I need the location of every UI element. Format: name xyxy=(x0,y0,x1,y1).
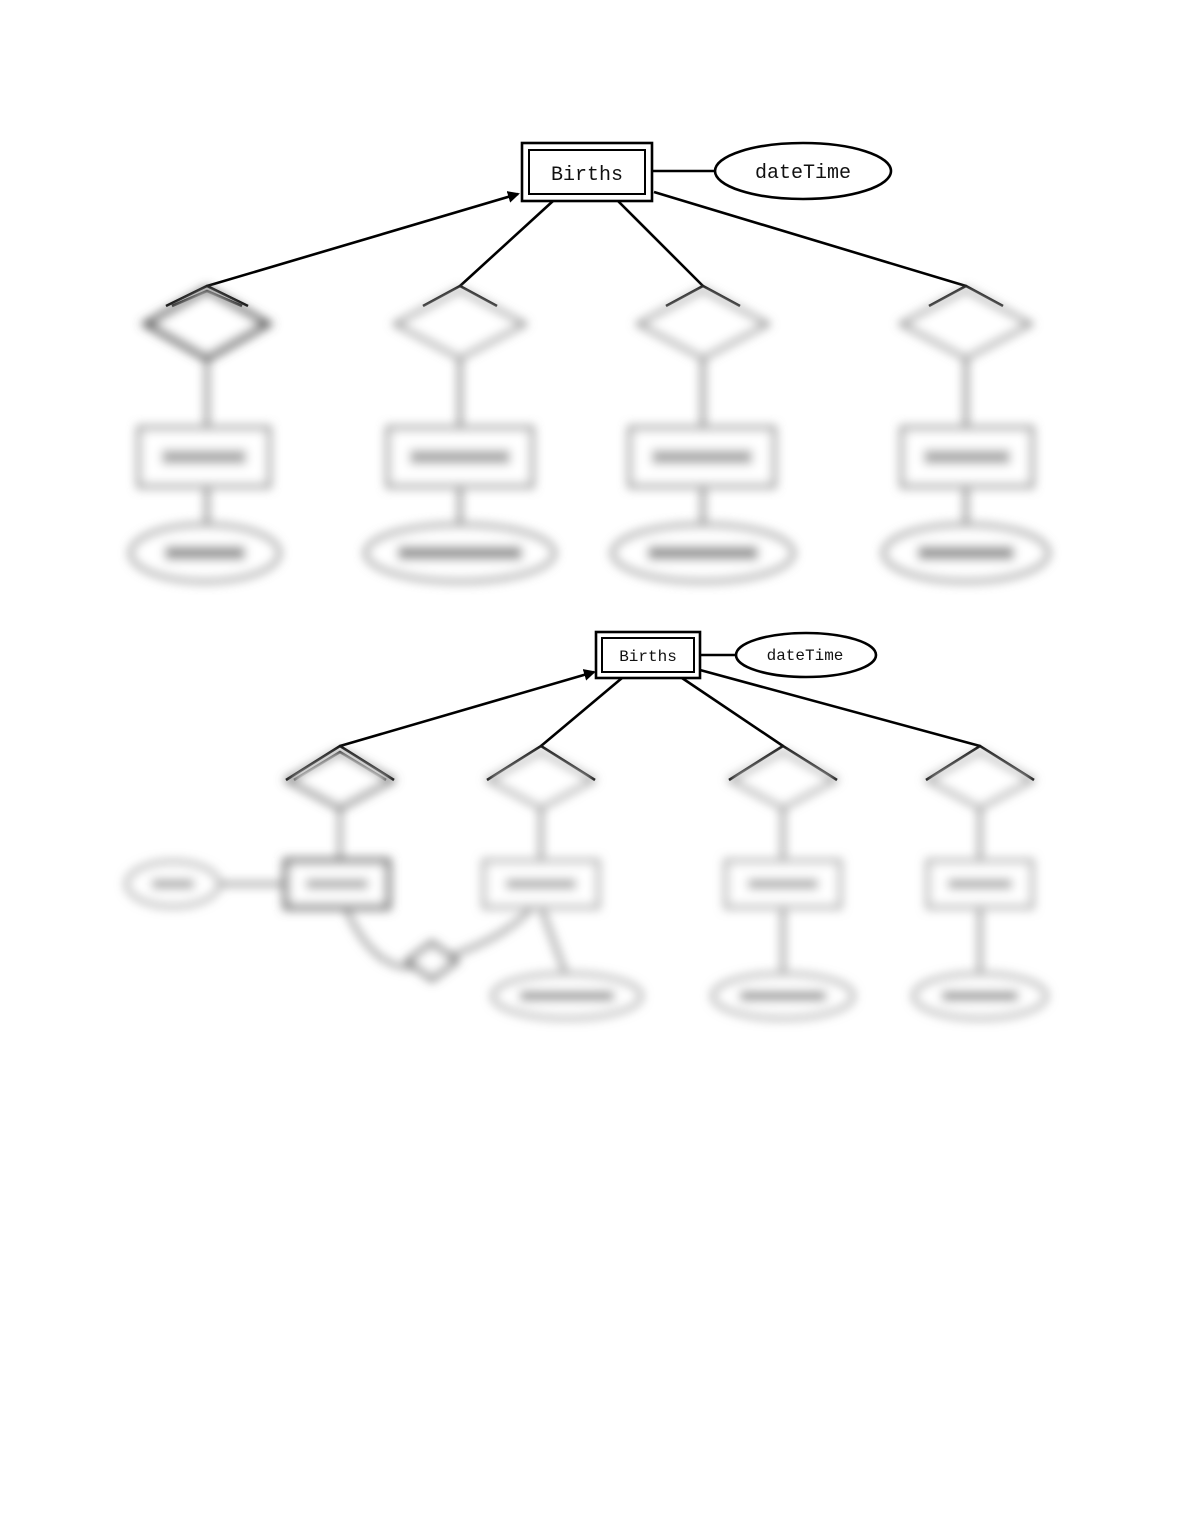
connector2-births-rel-4 xyxy=(699,668,981,748)
datetime-attribute-2: dateTime xyxy=(734,631,878,679)
births-entity-2: Births xyxy=(594,630,702,680)
datetime-attribute-label: dateTime xyxy=(755,162,851,185)
datetime-attribute: dateTime xyxy=(713,141,893,201)
er-diagram-bottom: Births dateTime xyxy=(0,600,1180,1040)
er-diagram-bottom-canvas: Births dateTime xyxy=(125,630,1048,1020)
births-entity-label-2: Births xyxy=(619,648,677,666)
connector2-births-rel-3 xyxy=(681,676,784,748)
datetime-attribute-label-2: dateTime xyxy=(767,647,844,665)
births-entity-label: Births xyxy=(551,164,623,187)
arrow-to-births xyxy=(206,191,520,288)
blurred-region-top xyxy=(129,285,1050,583)
connector2-births-rel-2 xyxy=(540,677,623,747)
er-diagram-top-canvas: Births dateTime xyxy=(129,141,1050,583)
connector-births-rel-2 xyxy=(459,200,554,287)
connector-births-rel-3 xyxy=(617,200,704,287)
er-diagram-top: Births dateTime xyxy=(0,0,1180,600)
blurred-region-bottom xyxy=(125,749,1048,1020)
births-entity: Births xyxy=(520,141,654,203)
relationship-tops xyxy=(165,284,1004,308)
relationship-tops-2 xyxy=(285,744,1035,782)
arrow-to-births-2 xyxy=(339,669,596,748)
connector-births-rel-4 xyxy=(653,190,967,288)
